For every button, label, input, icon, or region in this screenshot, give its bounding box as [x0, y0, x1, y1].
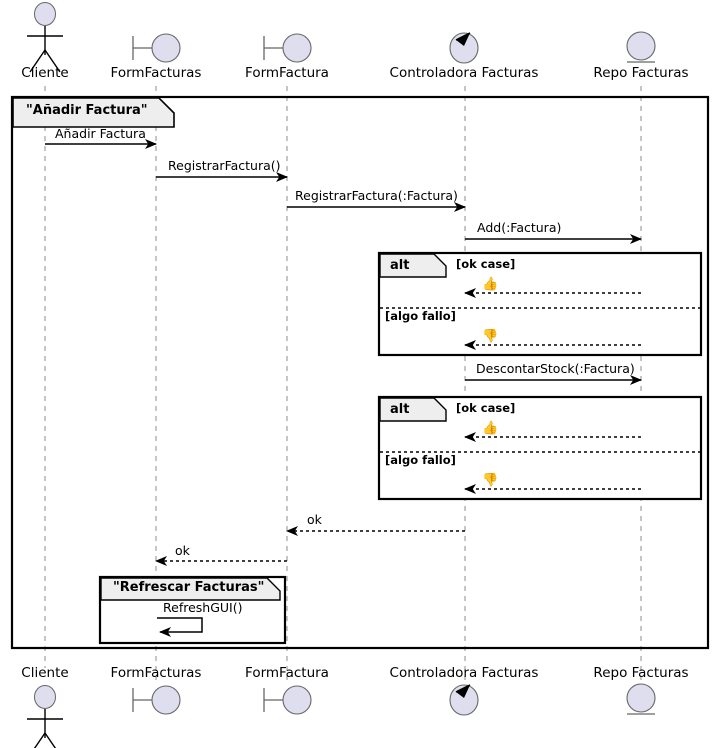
fragment-title-alt-add: alt — [390, 258, 410, 273]
participant-label-cliente-bottom: Cliente — [21, 665, 69, 681]
participant-label-formfactura: FormFactura — [245, 65, 329, 81]
participant-label-cliente: Cliente — [21, 65, 69, 81]
participant-label-controladora: Controladora Facturas — [389, 65, 539, 81]
entity-class-icon — [626, 31, 656, 63]
message-label-m9-thumbs-down-icon: 👎 — [482, 473, 499, 488]
alt-guard-algo-fallo-1: [algo fallo] — [385, 309, 456, 323]
message-label-m11: ok — [175, 543, 190, 558]
boundary-class-icon — [263, 33, 312, 63]
message-arrows — [45, 139, 642, 637]
participant-icons-top — [27, 2, 656, 73]
entity-class-icon — [626, 683, 656, 715]
message-label-m6-thumbs-down-icon: 👎 — [482, 329, 499, 344]
message-label-m2: RegistrarFactura() — [168, 158, 281, 173]
message-label-m10: ok — [307, 512, 322, 527]
participant-icons-bottom — [27, 683, 656, 748]
message-arrow-m12 — [157, 617, 203, 637]
fragment-anadir-factura — [10, 95, 710, 650]
participant-label-formfacturas-bottom: FormFacturas — [110, 665, 202, 681]
message-label-m5-thumbs-up-icon: 👍 — [482, 277, 499, 292]
actor-stickman-icon — [27, 685, 63, 748]
control-class-icon — [449, 684, 479, 716]
message-label-m8-thumbs-up-icon: 👍 — [482, 421, 499, 436]
message-label-m12: RefreshGUI() — [163, 600, 243, 615]
alt-guard-ok-case-1: [ok case] — [456, 257, 516, 271]
boundary-class-icon — [263, 685, 312, 715]
actor-stickman-icon — [27, 2, 63, 73]
boundary-class-icon — [132, 685, 181, 715]
message-label-m7: DescontarStock(:Factura) — [476, 361, 635, 376]
participant-label-formfacturas: FormFacturas — [110, 65, 202, 81]
fragment-title-alt-stock: alt — [390, 402, 410, 417]
participant-label-repo-bottom: Repo Facturas — [593, 665, 689, 681]
fragment-alt-add — [377, 251, 703, 357]
boundary-class-icon — [132, 33, 181, 63]
control-class-icon — [449, 32, 479, 64]
message-label-m3: RegistrarFactura(:Factura) — [295, 188, 458, 203]
participant-label-formfactura-bottom: FormFactura — [245, 665, 329, 681]
message-label-m4: Add(:Factura) — [477, 220, 562, 235]
alt-guard-ok-case-2: [ok case] — [456, 401, 516, 415]
participant-label-controladora-bottom: Controladora Facturas — [389, 665, 539, 681]
participant-label-repo: Repo Facturas — [593, 65, 689, 81]
alt-guard-algo-fallo-2: [algo fallo] — [385, 453, 456, 467]
fragment-alt-stock — [377, 395, 703, 501]
fragment-title-refrescar-facturas: "Refrescar Facturas" — [113, 580, 265, 595]
fragment-title-anadir-factura: "Añadir Factura" — [26, 103, 148, 118]
message-label-m1: Añadir Factura — [55, 126, 146, 141]
